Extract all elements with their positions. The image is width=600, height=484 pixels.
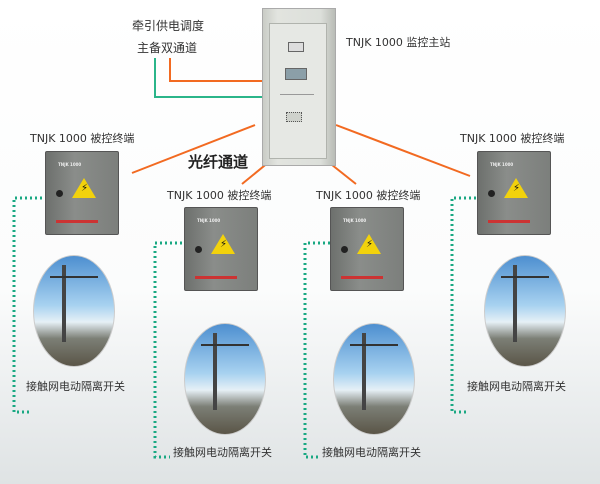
box-caption: TNJK 1000 xyxy=(490,162,514,167)
warning-icon: ⚡ xyxy=(211,234,235,254)
box-caption: TNJK 1000 xyxy=(58,162,82,167)
fiber-line-1 xyxy=(131,124,256,174)
primary-channel-line xyxy=(169,58,262,82)
warning-icon: ⚡ xyxy=(72,178,96,198)
warning-icon: ⚡ xyxy=(504,178,528,198)
terminal-label-2: TNJK 1000 被控终端 xyxy=(167,189,272,202)
terminal-label-1: TNJK 1000 被控终端 xyxy=(30,132,135,145)
dispatch-label-2: 主备双通道 xyxy=(137,41,198,55)
dotted-link-2 xyxy=(153,241,182,459)
terminal-box-2: TNJK 1000 ⚡ xyxy=(184,207,258,291)
switch-label-3: 接触网电动隔离开关 xyxy=(322,446,421,459)
switch-label-1: 接触网电动隔离开关 xyxy=(26,380,125,393)
catenary-photo-3 xyxy=(333,323,415,435)
master-station-cabinet xyxy=(262,8,336,166)
master-label: TNJK 1000 监控主站 xyxy=(346,36,451,49)
dotted-link-1 xyxy=(12,196,42,414)
terminal-box-4: TNJK 1000 ⚡ xyxy=(477,151,551,235)
box-caption: TNJK 1000 xyxy=(197,218,221,223)
terminal-label-4: TNJK 1000 被控终端 xyxy=(460,132,565,145)
dotted-link-4 xyxy=(450,196,476,414)
dispatch-label-1: 牵引供电调度 xyxy=(132,19,205,33)
dotted-link-3 xyxy=(303,241,330,459)
terminal-label-3: TNJK 1000 被控终端 xyxy=(316,189,421,202)
fiber-channel-label: 光纤通道 xyxy=(188,153,249,171)
backup-channel-line xyxy=(154,58,262,98)
switch-label-2: 接触网电动隔离开关 xyxy=(173,446,272,459)
catenary-photo-2 xyxy=(184,323,266,435)
terminal-box-3: TNJK 1000 ⚡ xyxy=(330,207,404,291)
warning-icon: ⚡ xyxy=(357,234,381,254)
catenary-photo-1 xyxy=(33,255,115,367)
catenary-photo-4 xyxy=(484,255,566,367)
terminal-box-1: TNJK 1000 ⚡ xyxy=(45,151,119,235)
fiber-line-4 xyxy=(335,124,471,177)
switch-label-4: 接触网电动隔离开关 xyxy=(467,380,566,393)
box-caption: TNJK 1000 xyxy=(343,218,367,223)
